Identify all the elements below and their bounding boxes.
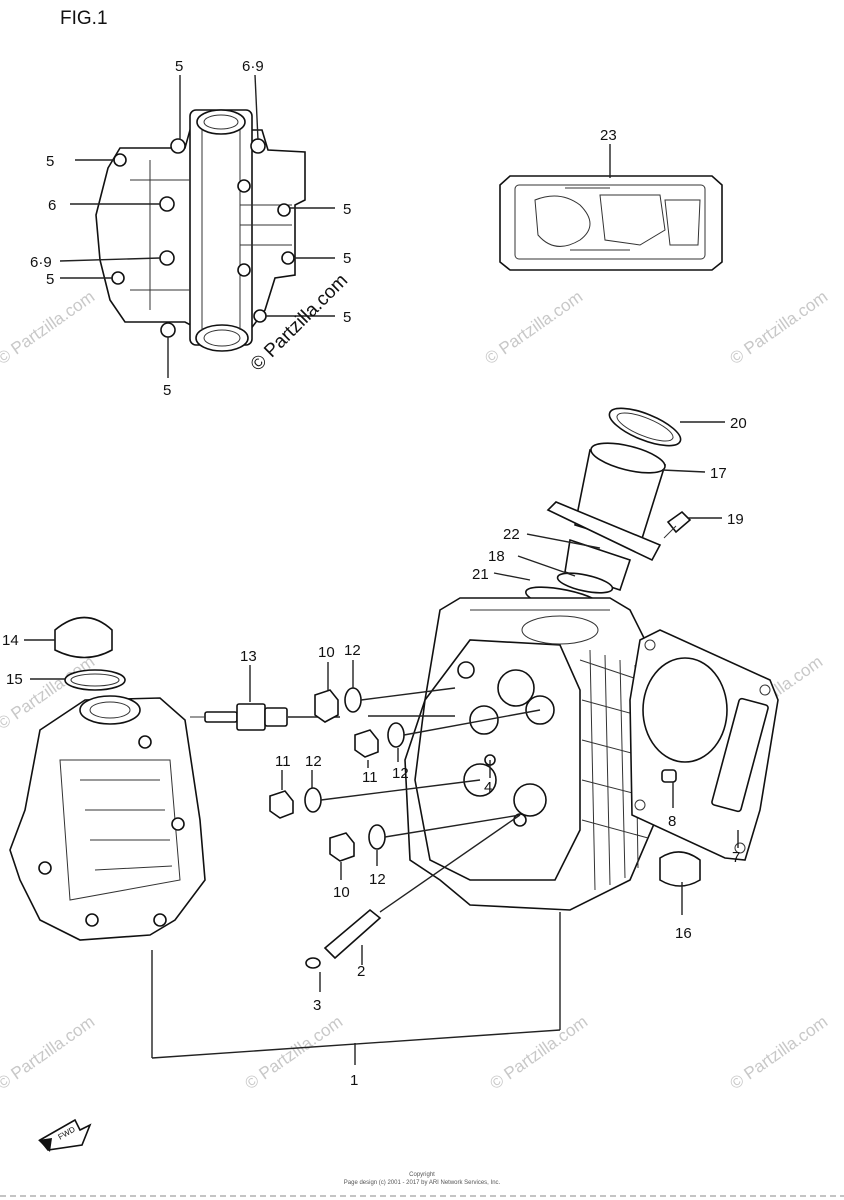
spark-plug-13 bbox=[190, 703, 288, 731]
callout-6-9: 6·9 bbox=[30, 254, 52, 271]
callout-5: 5 bbox=[163, 382, 171, 399]
watermark: © Partzilla.com bbox=[0, 287, 98, 368]
watermark: © Partzilla.com bbox=[481, 287, 586, 368]
callout-17: 17 bbox=[710, 465, 727, 482]
filler-cap-14 bbox=[54, 616, 113, 659]
callout-12: 12 bbox=[369, 871, 386, 888]
callout-4: 4 bbox=[484, 779, 492, 796]
callout-6: 6 bbox=[48, 197, 56, 214]
callout-8: 8 bbox=[668, 813, 676, 830]
fwd-arrow-icon: FWD bbox=[38, 1118, 92, 1152]
watermark: © Partzilla.com bbox=[0, 1012, 98, 1093]
callout-16: 16 bbox=[675, 925, 692, 942]
washer-12 bbox=[344, 687, 362, 713]
leader-lines-top bbox=[59, 74, 335, 378]
callout-15: 15 bbox=[6, 671, 23, 688]
callout-23: 23 bbox=[600, 127, 617, 144]
callout-3: 3 bbox=[313, 997, 321, 1014]
dowel-pin-8 bbox=[661, 769, 677, 783]
callout-14: 14 bbox=[2, 632, 19, 649]
head-top-view bbox=[95, 109, 306, 352]
callout-1: 1 bbox=[350, 1072, 358, 1089]
washer-12 bbox=[368, 824, 386, 850]
intake-assembly bbox=[525, 407, 692, 614]
plug-16 bbox=[659, 851, 701, 887]
callout-12: 12 bbox=[344, 642, 361, 659]
callout-5: 5 bbox=[46, 271, 54, 288]
cylinder-head bbox=[404, 597, 661, 911]
callout-11: 11 bbox=[275, 753, 291, 770]
callout-5: 5 bbox=[343, 201, 351, 218]
watermark: © Partzilla.com bbox=[241, 1012, 346, 1093]
callout-22: 22 bbox=[503, 526, 520, 543]
callout-11: 11 bbox=[362, 769, 378, 786]
callout-18: 18 bbox=[488, 548, 505, 565]
footer-copyright: Copyright bbox=[409, 1172, 435, 1178]
nut-10 bbox=[314, 689, 339, 723]
callout-5: 5 bbox=[343, 250, 351, 267]
head-gasket-7 bbox=[629, 629, 779, 861]
head-cover bbox=[9, 695, 206, 941]
watermark: © Partzilla.com bbox=[726, 287, 831, 368]
washer-12 bbox=[387, 722, 405, 748]
clip-3 bbox=[305, 957, 321, 969]
nut-11 bbox=[269, 790, 294, 819]
gasket-set-23 bbox=[499, 144, 723, 271]
callout-5: 5 bbox=[175, 58, 183, 75]
callout-12: 12 bbox=[392, 765, 409, 782]
callout-20: 20 bbox=[730, 415, 747, 432]
callout-6-9: 6·9 bbox=[242, 58, 264, 75]
watermark: © Partzilla.com bbox=[726, 1012, 831, 1093]
leader-lines-center bbox=[281, 660, 541, 880]
assembly-bracket-1 bbox=[151, 912, 561, 1065]
callout-7: 7 bbox=[732, 849, 740, 866]
callout-21: 21 bbox=[472, 566, 489, 583]
callout-5: 5 bbox=[343, 309, 351, 326]
watermark: © Partzilla.com bbox=[486, 1012, 591, 1093]
callout-2: 2 bbox=[357, 963, 365, 980]
stud-2 bbox=[323, 908, 382, 960]
callout-10: 10 bbox=[318, 644, 335, 661]
callout-19: 19 bbox=[727, 511, 744, 528]
nut-11 bbox=[354, 729, 379, 758]
callout-13: 13 bbox=[240, 648, 257, 665]
figure-label: FIG.1 bbox=[60, 8, 108, 29]
o-ring-15 bbox=[64, 669, 126, 691]
callout-10: 10 bbox=[333, 884, 350, 901]
callout-12: 12 bbox=[305, 753, 322, 770]
washer-12 bbox=[304, 787, 322, 813]
nut-10 bbox=[329, 832, 355, 862]
footer-page-design: Page design (c) 2001 - 2017 by ARI Netwo… bbox=[344, 1180, 501, 1186]
callout-5: 5 bbox=[46, 153, 54, 170]
